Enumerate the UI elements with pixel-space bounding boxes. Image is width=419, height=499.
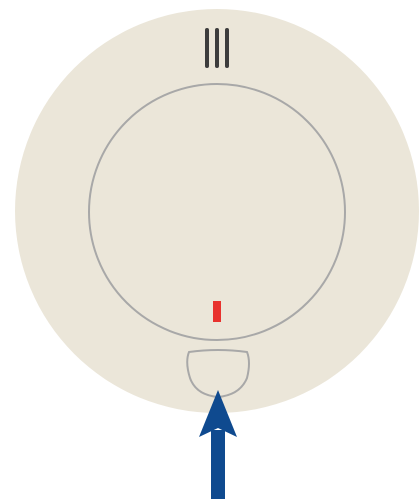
arrow-head [199, 390, 237, 437]
detector-body [15, 9, 419, 413]
up-arrow-icon [199, 390, 237, 499]
sensor-ring [88, 83, 346, 341]
test-button[interactable] [186, 349, 250, 399]
vent-slots-icon [205, 28, 229, 68]
status-led-icon [213, 301, 221, 322]
arrow-shaft [211, 430, 225, 499]
